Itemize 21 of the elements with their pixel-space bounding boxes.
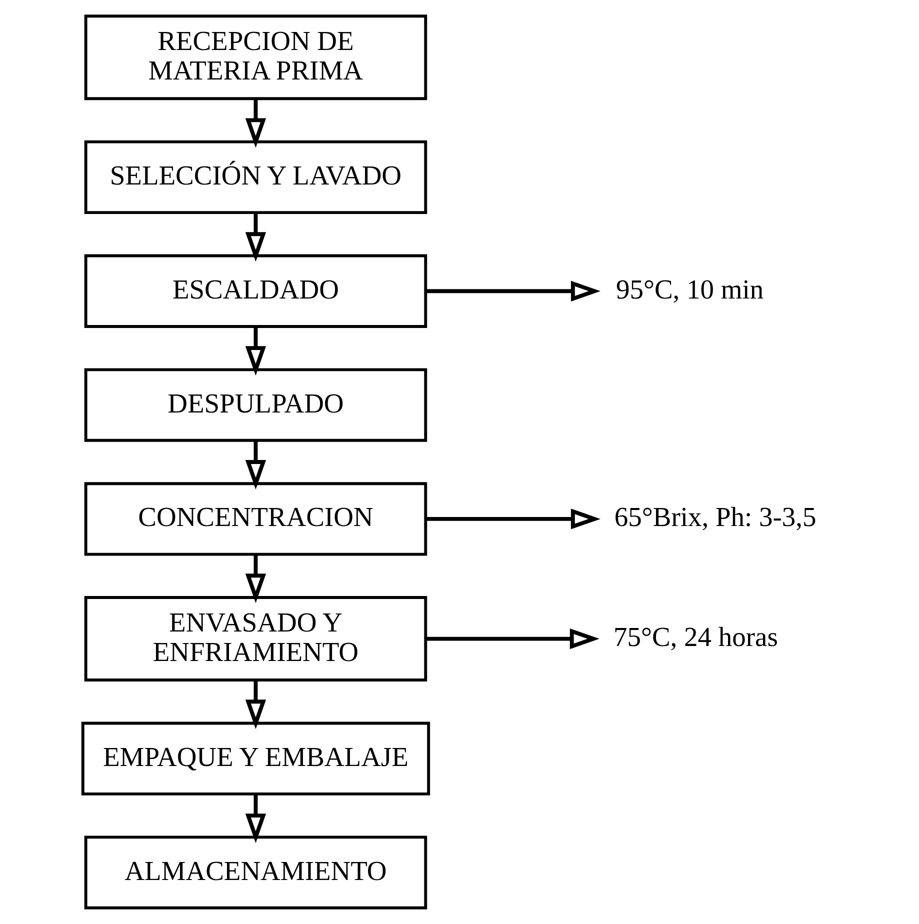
arrow — [245, 440, 266, 490]
arrow — [426, 508, 600, 530]
node-box: ALMACENAMIENTO — [84, 836, 428, 910]
node-text: 95°C, 10 min — [616, 274, 764, 304]
node-box: DESPULPADO — [84, 368, 428, 442]
arrow — [245, 99, 266, 148]
arrow — [245, 326, 266, 376]
arrow — [245, 794, 266, 844]
node-box: CONCENTRACION — [84, 482, 428, 556]
arrow — [245, 680, 266, 730]
arrow — [245, 554, 266, 604]
node-text: 65°Brix, Ph: 3-3,5 — [614, 502, 816, 532]
arrow — [245, 212, 266, 262]
node-box: SELECCIÓN Y LAVADO — [84, 140, 428, 214]
arrow — [426, 280, 600, 302]
arrow — [426, 628, 600, 650]
node-box: EMPAQUE Y EMBALAJE — [81, 722, 430, 796]
node-box: ESCALDADO — [84, 254, 428, 328]
node-box: ENVASADO Y ENFRIAMIENTO — [84, 596, 428, 682]
node-text: 75°C, 24 horas — [613, 622, 778, 652]
node-box: RECEPCION DE MATERIA PRIMA — [84, 14, 428, 100]
